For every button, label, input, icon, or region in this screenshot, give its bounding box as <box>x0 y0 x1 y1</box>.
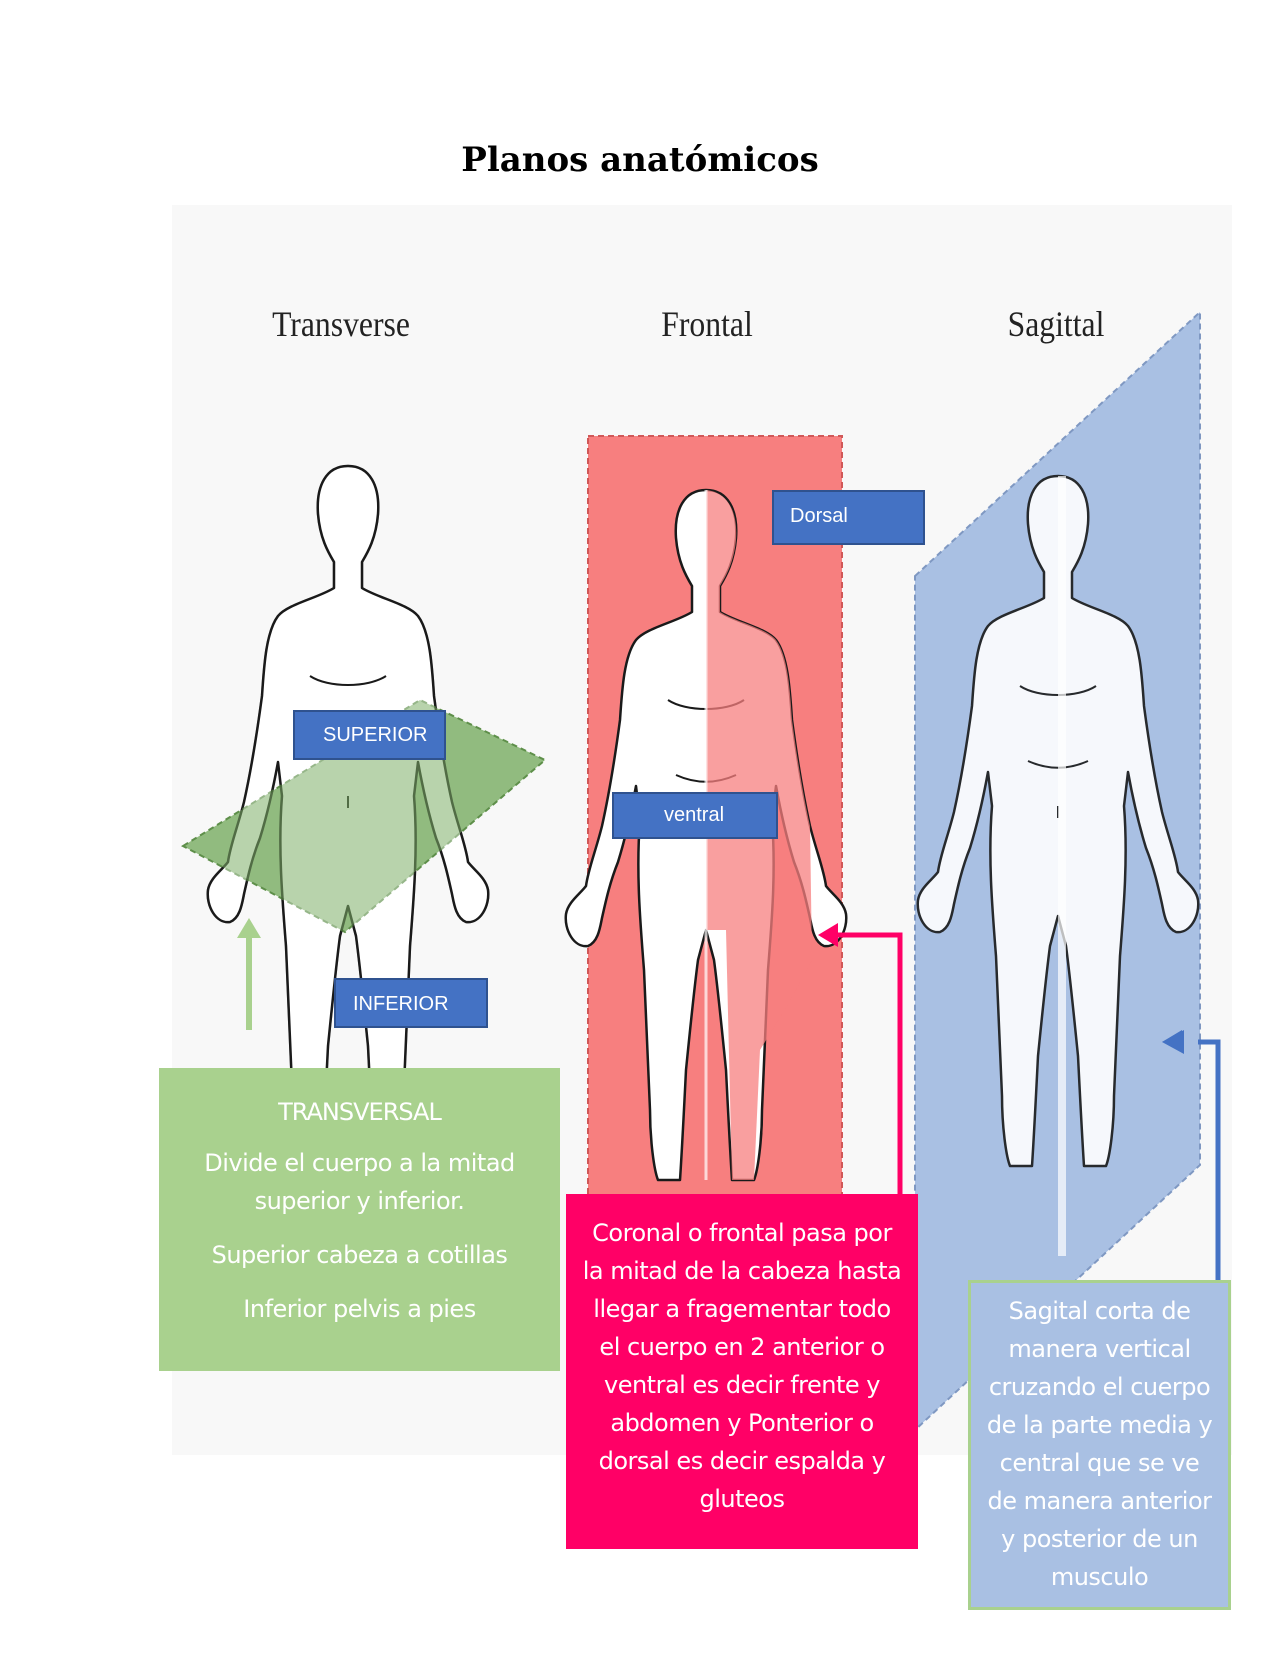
coronal-line: el cuerpo en 2 anterior o <box>599 1333 885 1361</box>
transversal-line: Divide el cuerpo a la mitad <box>204 1149 515 1177</box>
coronal-line: la mitad de la cabeza hasta <box>582 1257 902 1285</box>
transverse-figure-lower <box>206 464 490 1158</box>
coronal-line: ventral es decir frente y <box>604 1371 881 1399</box>
transversal-heading: TRANSVERSAL <box>278 1098 442 1126</box>
coronal-description-box: Coronal o frontal pasa por la mitad de l… <box>566 1194 918 1549</box>
sagital-description-box: Sagital corta de manera vertical cruzand… <box>968 1280 1231 1610</box>
label-transverse: Transverse <box>272 304 410 344</box>
coronal-line: abdomen y Ponterior o <box>610 1409 874 1437</box>
transversal-line: superior y inferior. <box>254 1187 465 1215</box>
tag-ventral: ventral <box>612 792 778 839</box>
label-sagittal: Sagittal <box>1007 304 1105 344</box>
tag-dorsal: Dorsal <box>772 490 925 545</box>
pink-arrow-head <box>818 923 838 947</box>
coronal-line: Coronal o frontal pasa por <box>592 1219 892 1247</box>
transversal-line: Superior cabeza a cotillas <box>211 1241 508 1269</box>
transversal-description-box: TRANSVERSAL Divide el cuerpo a la mitad … <box>159 1068 560 1371</box>
sagital-line: de manera anterior <box>987 1487 1212 1515</box>
page-title: Planos anatómicos <box>461 140 819 180</box>
sagital-line: Sagital corta de <box>1008 1297 1191 1325</box>
pink-arrow <box>835 932 903 1196</box>
sagital-line: manera vertical <box>1008 1335 1191 1363</box>
sagital-line: y posterior de un <box>1001 1525 1198 1553</box>
label-frontal: Frontal <box>661 304 753 344</box>
green-arrow-head <box>237 918 261 938</box>
sagital-line: musculo <box>1050 1563 1149 1591</box>
coronal-line: llegar a fragementar todo <box>593 1295 891 1323</box>
tag-superior: SUPERIOR <box>293 710 446 760</box>
tag-inferior: INFERIOR <box>334 978 488 1028</box>
coronal-line: dorsal es decir espalda y <box>598 1447 886 1475</box>
transversal-line: Inferior pelvis a pies <box>243 1295 476 1323</box>
sagital-line: de la parte media y <box>986 1411 1213 1439</box>
coronal-line: gluteos <box>699 1485 785 1513</box>
sagital-line: cruzando el cuerpo <box>988 1373 1211 1401</box>
sagital-line: central que se ve <box>999 1449 1200 1477</box>
